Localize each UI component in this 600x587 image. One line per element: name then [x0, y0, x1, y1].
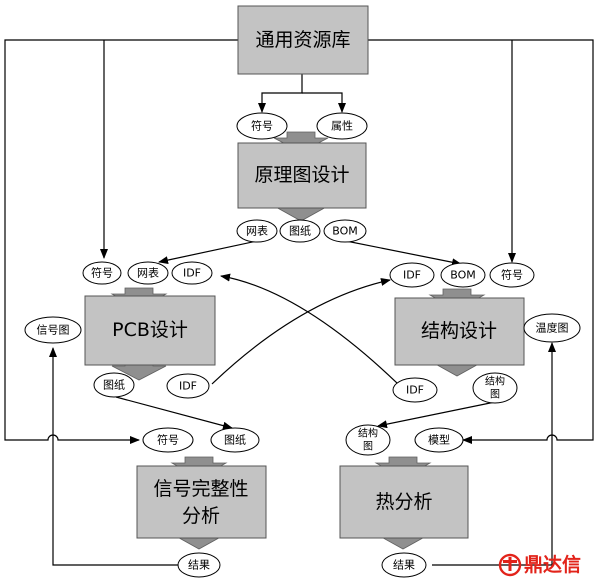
line-lib-left-bus — [4, 39, 238, 444]
box-thermal-analysis: 热分析 — [339, 465, 469, 539]
oval-lib-symbol-label: 符号 — [251, 120, 273, 133]
oval-pcb-in-symbol: 符号 — [82, 261, 122, 285]
oval-pcb-out-idf-label: IDF — [179, 380, 197, 393]
watermark: 鼎达信 — [498, 553, 581, 577]
line-lib-right-bus — [368, 39, 594, 444]
line-th-result-to-temp-map — [432, 342, 556, 566]
watermark-text: 鼎达信 — [524, 553, 581, 576]
box-thermal-analysis-label: 热分析 — [375, 491, 432, 513]
line-pcb-idf-to-str — [211, 278, 391, 385]
oval-str-out-idf-label: IDF — [406, 384, 424, 397]
line-si-result-to-signal-map — [49, 347, 178, 566]
box-si-label-line1: 信号完整性 — [153, 478, 248, 500]
connector-lines — [4, 39, 594, 566]
oval-th-in-model: 模型 — [414, 427, 464, 453]
line-lib-to-property — [302, 92, 346, 113]
process-boxes: 通用资源库 原理图设计 PCB设计 结构设计 信号完整性 分析 热分析 — [84, 5, 525, 539]
oval-pcb-in-netlist: 网表 — [127, 261, 169, 285]
oval-th-out-result-label: 结果 — [393, 559, 415, 572]
oval-sch-drawing: 图纸 — [279, 219, 321, 243]
box-schematic-design: 原理图设计 — [237, 142, 367, 209]
oval-si-in-drawing-label: 图纸 — [224, 434, 246, 447]
oval-str-out-drawing-label-2: 图 — [490, 389, 500, 401]
box-pcb-design-label: PCB设计 — [112, 319, 188, 341]
oval-pcb-in-idf-label: IDF — [183, 267, 201, 280]
oval-sch-drawing-label: 图纸 — [289, 225, 311, 238]
oval-str-in-bom-label: BOM — [450, 269, 476, 282]
oval-th-in-model-label: 模型 — [428, 433, 450, 447]
oval-sch-bom-label: BOM — [332, 225, 358, 238]
oval-str-in-temp-map-label: 温度图 — [536, 321, 569, 335]
oval-str-in-idf-label: IDF — [403, 269, 421, 282]
oval-lib-symbol: 符号 — [236, 112, 288, 140]
oval-pcb-out-drawing-label: 图纸 — [103, 379, 125, 392]
oval-si-in-symbol-label: 符号 — [157, 434, 179, 447]
data-ovals: 符号 属性 网表 图纸 BOM 符号 网表 IDF — [24, 112, 581, 578]
oval-pcb-in-netlist-label: 网表 — [137, 266, 159, 280]
oval-lib-property-label: 属性 — [331, 119, 353, 133]
box-pcb-design: PCB设计 — [84, 295, 216, 366]
oval-str-in-idf: IDF — [389, 262, 435, 288]
oval-sch-netlist: 网表 — [236, 219, 278, 243]
oval-str-in-symbol: 符号 — [489, 262, 535, 288]
oval-th-in-drawing: 结构 图 — [345, 424, 391, 456]
line-pcb-drawing-to-si — [115, 396, 233, 430]
oval-lib-property: 属性 — [316, 112, 368, 140]
line-bom-to-structure — [345, 240, 462, 267]
oval-pcb-in-signal-map: 信号图 — [24, 316, 82, 344]
oval-str-in-temp-map: 温度图 — [523, 313, 581, 343]
oval-str-in-bom: BOM — [440, 262, 486, 288]
box-common-library-label: 通用资源库 — [255, 29, 350, 51]
line-str-idf-to-pcb — [220, 273, 399, 385]
box-common-library: 通用资源库 — [237, 5, 369, 75]
line-lib-to-sch-inputs — [258, 74, 303, 113]
oval-si-out-result: 结果 — [177, 552, 221, 578]
oval-sch-netlist-label: 网表 — [246, 224, 268, 238]
box-signal-integrity-analysis: 信号完整性 分析 — [136, 465, 267, 539]
box-structure-design: 结构设计 — [394, 297, 525, 366]
watermark-logo-icon — [498, 553, 522, 577]
box-structure-design-label: 结构设计 — [421, 320, 497, 342]
oval-sch-bom: BOM — [323, 219, 367, 243]
box-si-label-line2: 分析 — [182, 505, 220, 527]
oval-si-in-symbol: 符号 — [142, 427, 194, 453]
line-str-drawing-to-th — [377, 401, 496, 429]
oval-si-out-result-label: 结果 — [188, 559, 210, 572]
oval-pcb-in-symbol-label: 符号 — [91, 267, 113, 280]
line-netlist-to-pcb — [158, 240, 258, 265]
oval-th-out-result: 结果 — [381, 552, 427, 578]
oval-str-in-symbol-label: 符号 — [501, 269, 523, 282]
oval-si-in-drawing: 图纸 — [210, 427, 260, 453]
oval-str-out-drawing: 结构 图 — [472, 372, 518, 404]
box-schematic-design-label: 原理图设计 — [254, 164, 349, 186]
oval-pcb-in-idf: IDF — [171, 261, 213, 285]
oval-pcb-out-idf: IDF — [166, 373, 210, 399]
oval-th-in-drawing-label-2: 图 — [363, 441, 373, 453]
oval-str-out-idf: IDF — [392, 377, 438, 403]
oval-th-in-drawing-label-1: 结构 — [358, 427, 378, 440]
oval-pcb-in-signal-map-label: 信号图 — [37, 324, 70, 337]
oval-pcb-out-drawing: 图纸 — [93, 372, 135, 398]
oval-str-out-drawing-label-1: 结构 — [485, 375, 505, 388]
